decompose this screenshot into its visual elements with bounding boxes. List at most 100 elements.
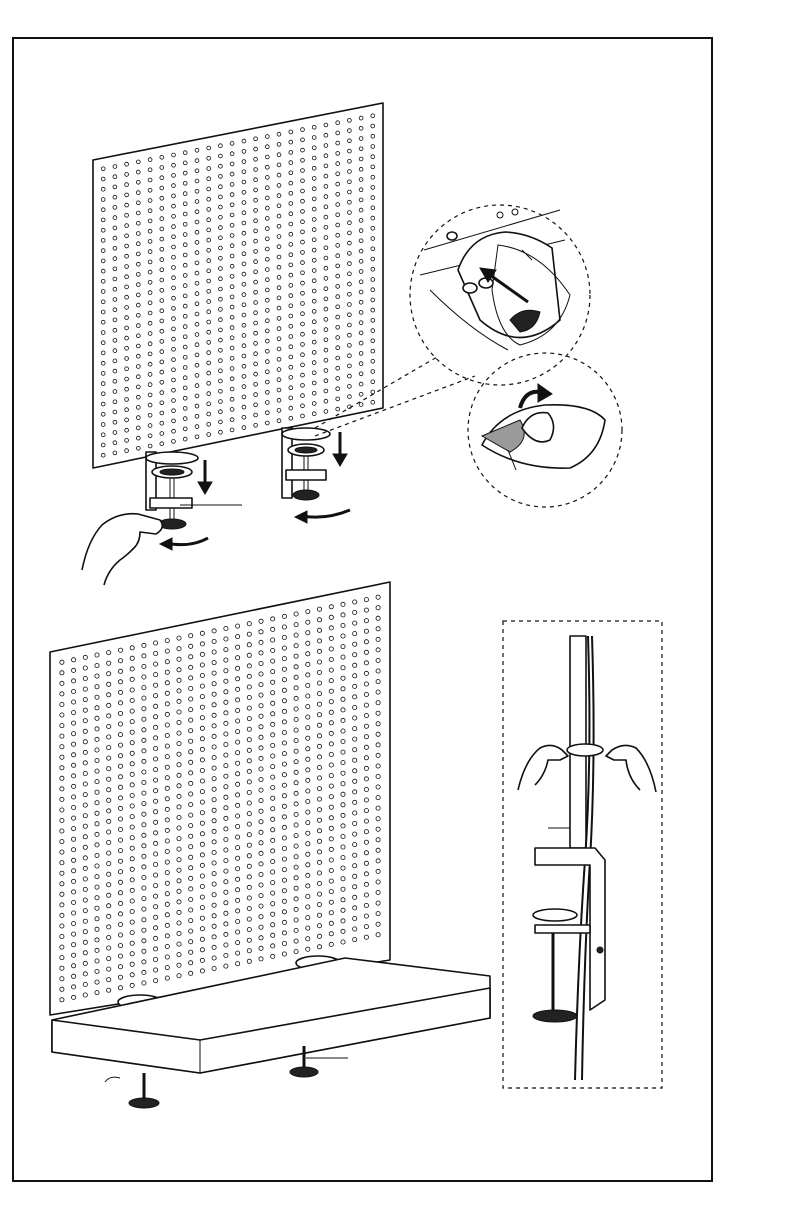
- peg-hole: [195, 353, 199, 357]
- peg-hole: [324, 348, 328, 352]
- peg-hole: [242, 252, 246, 256]
- peg-hole: [359, 178, 363, 182]
- peg-hole: [207, 371, 211, 375]
- peg-hole: [189, 665, 193, 669]
- peg-hole: [348, 252, 352, 256]
- peg-hole: [60, 787, 64, 791]
- peg-hole: [301, 394, 305, 398]
- peg-hole: [282, 730, 286, 734]
- peg-hole: [136, 262, 140, 266]
- peg-hole: [329, 837, 333, 841]
- peg-hole: [236, 793, 240, 797]
- peg-hole: [212, 650, 216, 654]
- peg-hole: [177, 942, 181, 946]
- peg-hole: [113, 216, 117, 220]
- peg-hole: [101, 218, 105, 222]
- peg-hole: [118, 669, 122, 673]
- peg-hole: [219, 154, 223, 158]
- peg-hole: [125, 193, 129, 197]
- peg-hole: [289, 355, 293, 359]
- peg-hole: [212, 861, 216, 865]
- peg-hole: [353, 684, 357, 688]
- peg-hole: [200, 863, 204, 867]
- peg-hole: [83, 919, 87, 923]
- peg-hole: [113, 400, 117, 404]
- peg-hole: [254, 290, 258, 294]
- peg-hole: [306, 916, 310, 920]
- peg-hole: [353, 663, 357, 667]
- peg-hole: [312, 340, 316, 344]
- peg-hole: [359, 382, 363, 386]
- peg-hole: [230, 315, 234, 319]
- peg-hole: [125, 316, 129, 320]
- peg-hole: [160, 166, 164, 170]
- peg-hole: [125, 367, 129, 371]
- peg-hole: [200, 969, 204, 973]
- peg-hole: [212, 893, 216, 897]
- peg-hole: [200, 937, 204, 941]
- peg-hole: [348, 241, 352, 245]
- peg-hole: [294, 686, 298, 690]
- peg-hole: [329, 710, 333, 714]
- peg-hole: [107, 682, 111, 686]
- peg-hole: [207, 146, 211, 150]
- peg-hole: [172, 429, 176, 433]
- peg-hole: [294, 696, 298, 700]
- peg-hole: [324, 277, 328, 281]
- peg-hole: [317, 924, 321, 928]
- peg-hole: [247, 643, 251, 647]
- peg-hole: [72, 689, 76, 693]
- peg-hole: [125, 275, 129, 279]
- peg-hole: [130, 909, 134, 913]
- peg-hole: [271, 859, 275, 863]
- peg-hole: [265, 196, 269, 200]
- peg-hole: [324, 256, 328, 260]
- peg-hole: [242, 221, 246, 225]
- peg-hole: [183, 171, 187, 175]
- peg-hole: [177, 889, 181, 893]
- peg-hole: [101, 208, 105, 212]
- peg-hole: [348, 159, 352, 163]
- peg-hole: [282, 899, 286, 903]
- peg-hole: [83, 750, 87, 754]
- peg-hole: [254, 352, 258, 356]
- peg-hole: [160, 421, 164, 425]
- peg-hole: [282, 762, 286, 766]
- peg-hole: [130, 941, 134, 945]
- peg-hole: [118, 849, 122, 853]
- peg-hole: [172, 347, 176, 351]
- peg-hole: [348, 221, 352, 225]
- peg-hole: [107, 767, 111, 771]
- peg-hole: [353, 758, 357, 762]
- peg-hole: [348, 262, 352, 266]
- peg-hole: [294, 886, 298, 890]
- peg-hole: [95, 864, 99, 868]
- peg-hole: [118, 754, 122, 758]
- peg-hole: [83, 972, 87, 976]
- peg-hole: [83, 655, 87, 659]
- peg-hole: [136, 180, 140, 184]
- peg-hole: [277, 296, 281, 300]
- peg-hole: [189, 708, 193, 712]
- peg-hole: [312, 228, 316, 232]
- peg-hole: [301, 281, 305, 285]
- peg-hole: [200, 779, 204, 783]
- peg-hole: [195, 159, 199, 163]
- peg-hole: [242, 150, 246, 154]
- peg-hole: [265, 237, 269, 241]
- peg-hole: [224, 785, 228, 789]
- peg-hole: [336, 233, 340, 237]
- peg-hole: [271, 807, 275, 811]
- peg-hole: [230, 305, 234, 309]
- peg-hole: [148, 424, 152, 428]
- peg-hole: [83, 877, 87, 881]
- peg-hole: [142, 875, 146, 879]
- peg-hole: [254, 403, 258, 407]
- peg-hole: [95, 695, 99, 699]
- peg-hole: [148, 178, 152, 182]
- peg-hole: [113, 349, 117, 353]
- peg-hole: [72, 658, 76, 662]
- peg-hole: [195, 200, 199, 204]
- peg-hole: [376, 711, 380, 715]
- peg-hole: [148, 311, 152, 315]
